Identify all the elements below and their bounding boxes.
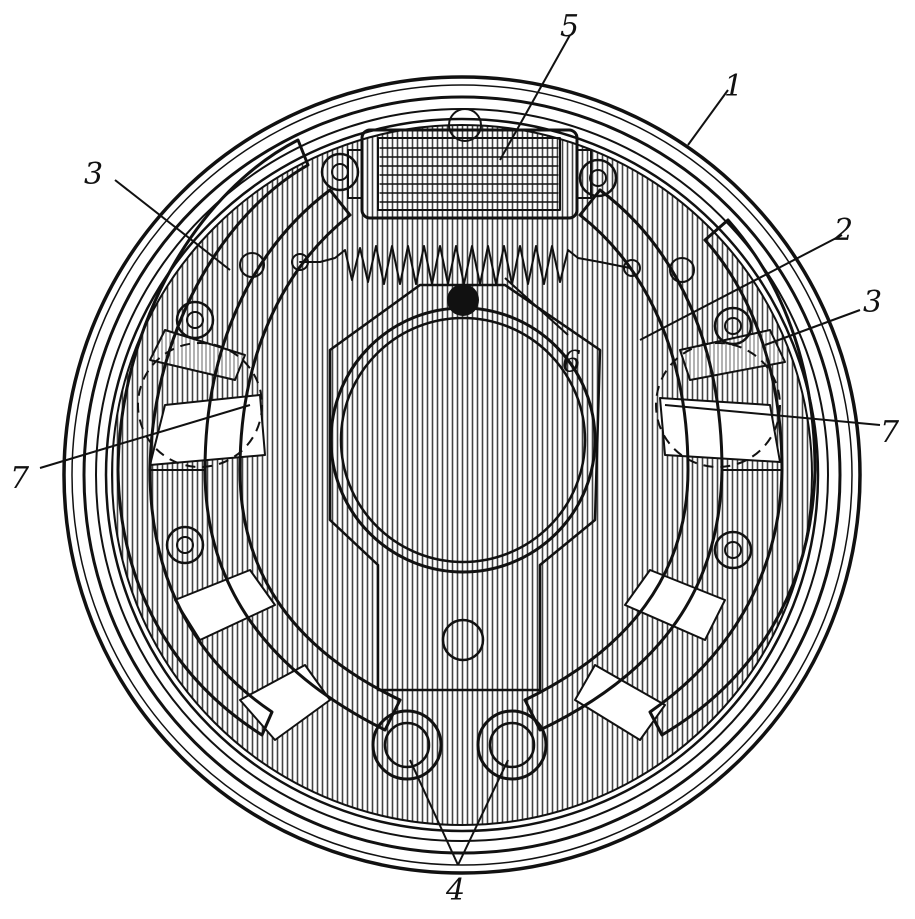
label-lining-left: 3 (84, 157, 103, 192)
label-anchor-pins: 4 (445, 873, 465, 908)
backing-plate (111, 124, 813, 826)
label-shoe-web: 2 (833, 213, 853, 248)
left-brake-shoe (116, 138, 402, 737)
hub-flange (328, 283, 602, 692)
anchor-pins (371, 709, 548, 781)
label-drum: 1 (724, 69, 743, 104)
label-adjuster-left: 7 (10, 461, 30, 496)
label-return-spring: 6 (562, 345, 581, 380)
wheel-cylinder (347, 108, 592, 220)
brake-drum (62, 75, 862, 875)
callout-labels: 1 2 3 3 4 5 6 7 7 (10, 9, 900, 908)
leader-lines (39, 34, 881, 866)
label-lining-right: 3 (863, 285, 882, 320)
label-adjuster-right: 7 (880, 415, 900, 450)
label-wheel-cylinder: 5 (560, 9, 579, 44)
right-brake-shoe (523, 158, 817, 737)
return-spring (291, 245, 641, 285)
adjuster-cams (137, 342, 781, 468)
